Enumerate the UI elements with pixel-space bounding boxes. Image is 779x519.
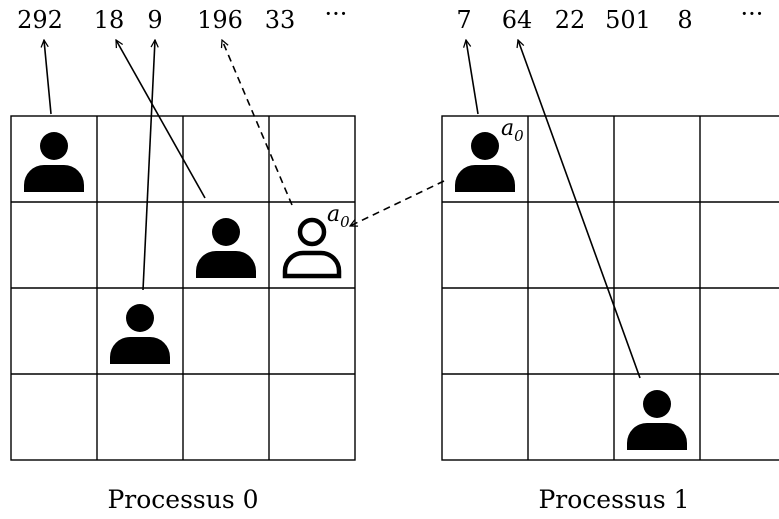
pointer-arrows-process-1 [466, 40, 641, 379]
pointer-arrow [142, 40, 155, 291]
caption-process-1: Processus 1 [538, 485, 689, 514]
array-value: 7 [456, 6, 471, 34]
caption-process-0: Processus 0 [107, 485, 258, 514]
pointer-arrow [466, 40, 479, 115]
person-icon [627, 390, 687, 450]
array-ellipsis: ··· [741, 0, 764, 28]
array-value: 9 [147, 6, 162, 34]
array-value: 18 [94, 6, 125, 34]
pointer-arrow [115, 40, 206, 199]
array-value: 196 [197, 6, 243, 34]
array-value: 33 [265, 6, 296, 34]
array-value: 292 [17, 6, 63, 34]
array-process-1: 7 64 22 501 8 ··· [456, 0, 763, 34]
grid-process-0 [10, 115, 356, 461]
array-value: 8 [677, 6, 692, 34]
agent-label: a0 [501, 116, 524, 145]
array-value: 22 [555, 6, 586, 34]
ghost-link-arrow [350, 180, 445, 226]
person-icon [196, 218, 256, 278]
person-icon [455, 132, 515, 192]
grid-process-1 [441, 115, 779, 461]
agent-label: a0 [327, 202, 350, 231]
person-icon [110, 304, 170, 364]
person-outline-icon [282, 217, 342, 279]
pointer-arrow-dashed [222, 40, 293, 206]
pointer-arrows-process-0 [44, 40, 293, 291]
array-process-0: 292 18 9 196 33 ··· [17, 0, 347, 34]
pointer-arrow [44, 40, 52, 115]
array-value: 64 [502, 6, 533, 34]
array-value: 501 [605, 6, 651, 34]
person-icon [24, 132, 84, 192]
pointer-arrow [518, 40, 641, 379]
array-ellipsis: ··· [325, 0, 348, 28]
